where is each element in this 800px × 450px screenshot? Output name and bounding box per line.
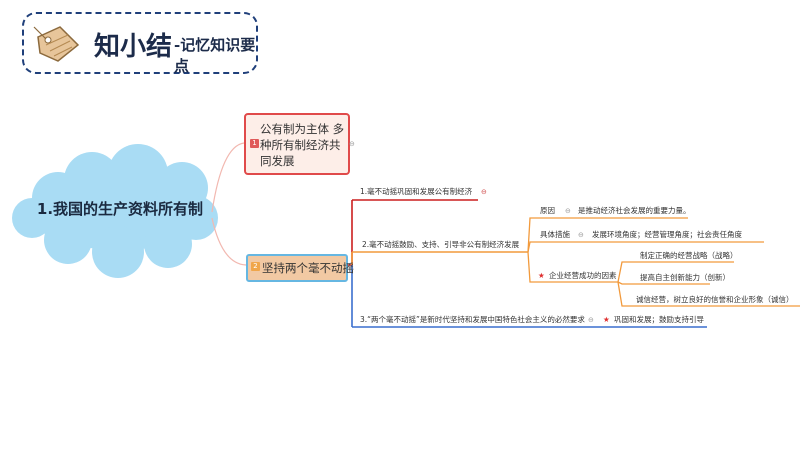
reason-label[interactable]: 原因: [540, 206, 555, 215]
factor-innovation[interactable]: 提高自主创新能力（创新）: [640, 273, 730, 282]
item-3-label[interactable]: 3.“两个毫不动摇”是新时代坚持和发展中国特色社会主义的必然要求: [360, 315, 585, 324]
success-factors-label[interactable]: 企业经营成功的因素: [549, 271, 617, 280]
collapse-icon[interactable]: ⊖: [481, 188, 487, 196]
number-badge: 1: [250, 139, 259, 148]
branch-1-label: 公有制为主体 多种所有制经济共同发展: [260, 122, 345, 168]
tag-icon: [33, 26, 80, 62]
branch-2-label: 坚持两个毫不动摇: [262, 261, 354, 275]
header-banner: 知小结 -记忆知识要点: [22, 12, 258, 75]
branch-2-node[interactable]: 2 坚持两个毫不动摇: [246, 254, 354, 282]
branch-1-node[interactable]: 1 公有制为主体 多种所有制经济共同发展: [244, 113, 350, 175]
collapse-icon[interactable]: ⊖: [565, 207, 571, 215]
item-1-label[interactable]: 1.毫不动摇巩固和发展公有制经济: [360, 187, 473, 196]
number-badge: 2: [251, 262, 260, 271]
collapse-icon[interactable]: ⊖: [588, 316, 594, 324]
reason-detail: 是推动经济社会发展的重要力量。: [578, 206, 691, 215]
measures-detail: 发展环境角度；经营管理角度；社会责任角度: [592, 230, 742, 239]
banner-subtitle: -记忆知识要点: [174, 36, 256, 75]
star-icon: ★: [538, 271, 545, 280]
collapse-icon[interactable]: ⊖: [578, 231, 584, 239]
measures-label[interactable]: 具体措施: [540, 230, 570, 239]
factor-integrity[interactable]: 诚信经营，树立良好的信誉和企业形象（诚信）: [636, 295, 794, 304]
item-2-label[interactable]: 2.毫不动摇鼓励、支持、引导非公有制经济发展: [362, 240, 520, 249]
central-topic[interactable]: 1.我国的生产资料所有制: [36, 200, 204, 218]
banner-title: 知小结: [94, 32, 173, 62]
factor-strategy[interactable]: 制定正确的经营战略（战略）: [640, 251, 738, 260]
item-3-detail: 巩固和发展；鼓励支持引导: [614, 315, 704, 324]
central-cloud: [12, 144, 218, 278]
collapse-icon[interactable]: ⊖: [349, 140, 355, 148]
star-icon: ★: [603, 315, 610, 324]
